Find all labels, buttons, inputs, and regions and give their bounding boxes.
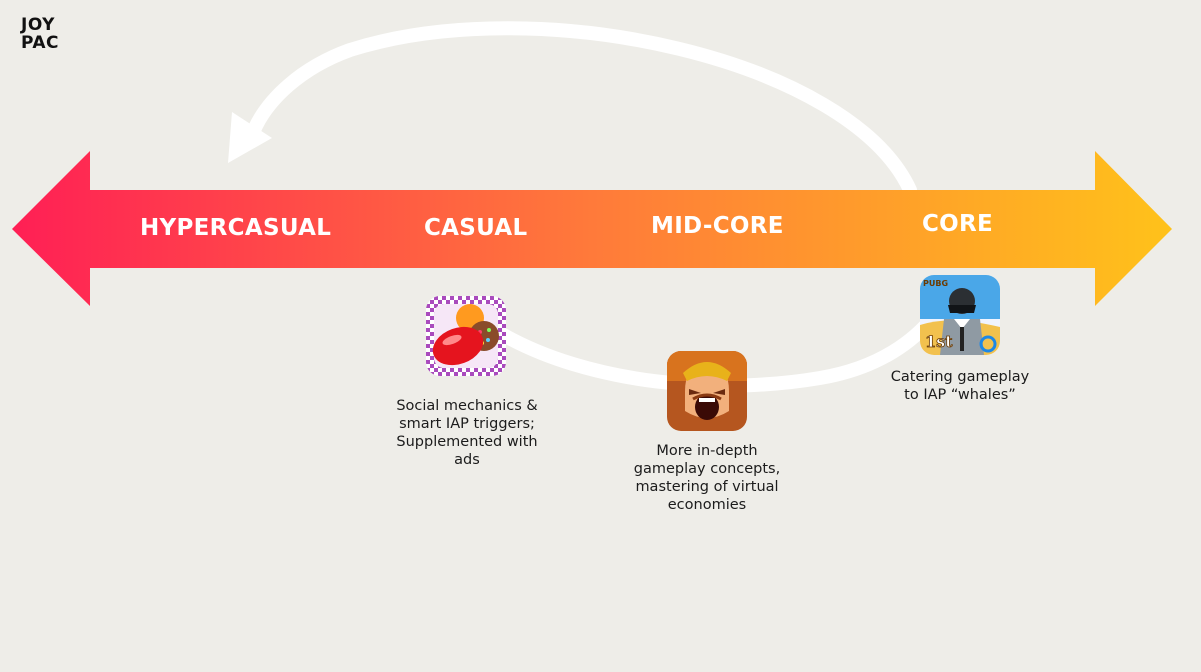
core-description-line: to IAP “whales” <box>904 387 1016 403</box>
casual-description-line: Supplemented with <box>396 434 538 450</box>
stage-label-casual: CASUAL <box>424 215 528 241</box>
return-loop-bottom <box>493 308 942 393</box>
mid-core-description: More in-depth gameplay concepts, masteri… <box>614 442 800 514</box>
casual-description-line: smart IAP triggers; <box>399 416 535 432</box>
return-loop-arrowhead <box>228 112 272 163</box>
stage-label-hypercasual: HYPERCASUAL <box>140 215 332 241</box>
mid-core-description-line: mastering of virtual <box>635 479 779 495</box>
pubg-1st-badge: 1st <box>925 332 953 351</box>
mid-core-description-line: gameplay concepts, <box>633 461 781 477</box>
core-description-line: Catering gameplay <box>890 369 1030 385</box>
spectrum-arrow <box>12 151 1172 306</box>
stage-label-core: CORE <box>922 211 994 237</box>
pubg-mobile-icon: PUBG 1st <box>920 275 1000 355</box>
return-loop-top <box>248 21 917 197</box>
pubg-brand-text: PUBG <box>923 279 948 288</box>
logo-line-2: PAC <box>21 33 60 53</box>
clash-of-clans-icon <box>667 351 747 431</box>
logo-line-1: JOY <box>21 15 55 35</box>
stage-label-mid-core: MID-CORE <box>651 213 784 239</box>
candy-crush-icon <box>426 296 506 376</box>
casual-description-line: ads <box>454 452 480 468</box>
casual-description-line: Social mechanics & <box>396 398 538 414</box>
core-description: Catering gameplay to IAP “whales” <box>874 368 1046 404</box>
mid-core-description-line: More in-depth <box>656 443 758 459</box>
casual-description: Social mechanics & smart IAP triggers; S… <box>381 397 553 469</box>
joypac-logo: JOY PAC <box>21 16 59 52</box>
mid-core-description-line: economies <box>667 497 747 513</box>
